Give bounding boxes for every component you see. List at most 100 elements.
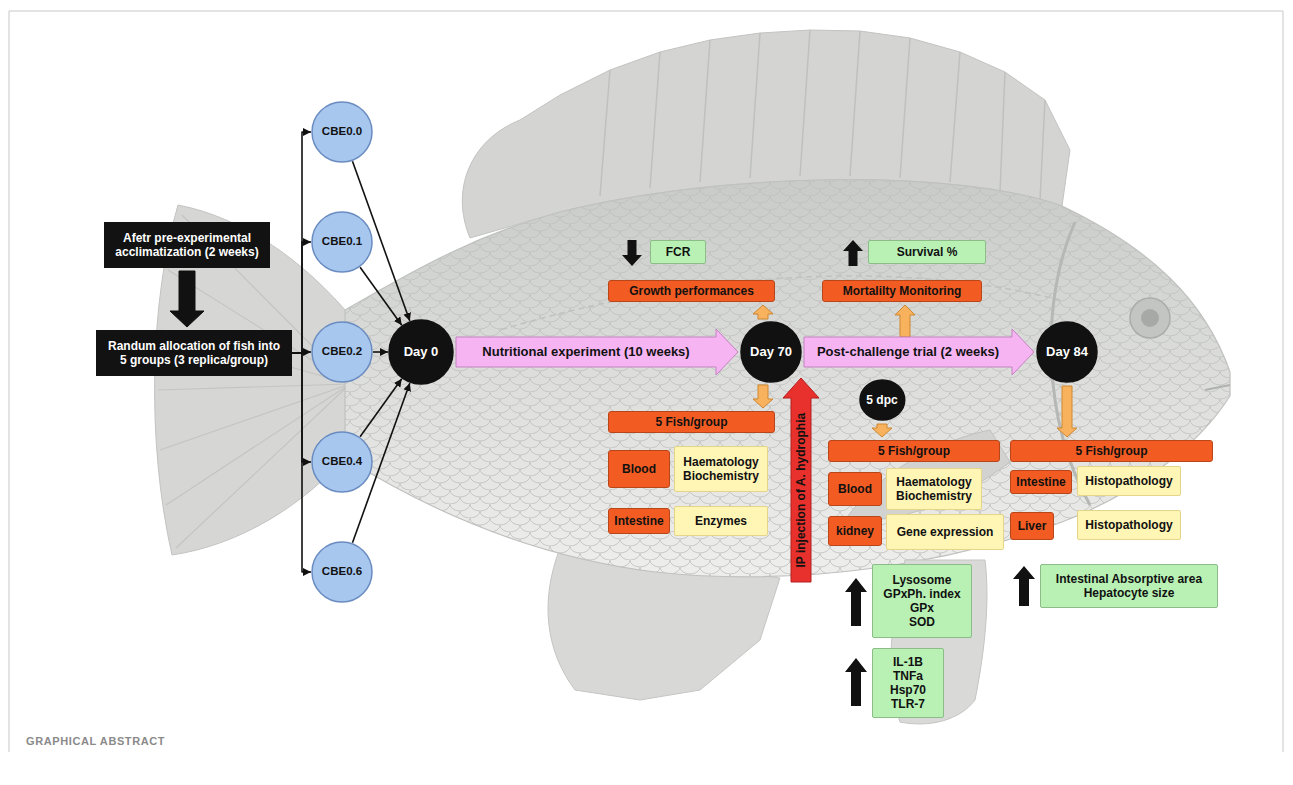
result-box: LysosomeGPxPh. indexGPxSOD: [872, 564, 972, 638]
circle-shape: [312, 212, 372, 272]
node-text: TNFa: [893, 669, 923, 683]
node-text: Haematology: [683, 455, 758, 469]
node-text: 5 dpc: [866, 393, 897, 407]
node-text: Intestine: [614, 514, 663, 528]
node-text: GPxPh. index: [883, 587, 960, 601]
node-text: Biochemistry: [683, 469, 759, 483]
increase-arrow: [845, 658, 867, 706]
node-text: GPx: [910, 601, 934, 615]
sampling-arrow: [872, 424, 892, 437]
circle-shape: [312, 102, 372, 162]
injection-label: IP injection of A. hydrophia: [794, 413, 808, 568]
tissue-box: Liver: [1010, 512, 1054, 540]
day-circle: Day 84: [1036, 321, 1098, 383]
tissue-box: Blood: [828, 472, 882, 506]
fish-mouth: [1205, 385, 1230, 390]
node-text: kidney: [836, 524, 874, 538]
sample-box: 5 Fish/group: [828, 440, 1000, 462]
analysis-box: Histopathology: [1077, 466, 1181, 496]
group-circle: CBE0.4: [311, 431, 373, 493]
tissue-box: Blood: [608, 450, 670, 488]
node-text: CBE0.1: [322, 235, 362, 249]
tissue-box: Intestine: [608, 508, 670, 534]
node-text: Hepatocyte size: [1084, 586, 1175, 600]
sampling-arrow: [1057, 386, 1077, 437]
day-circle: Day 70: [740, 321, 802, 383]
node-text: 5 Fish/group: [1076, 444, 1148, 458]
node-text: Intestinal Absorptive area: [1056, 572, 1202, 586]
node-text: Liver: [1018, 519, 1047, 533]
node-text: FCR: [666, 245, 691, 259]
allocation-line: [292, 242, 311, 353]
node-text: CBE0.0: [322, 125, 362, 139]
circle-shape: [1037, 322, 1097, 382]
day-circle: Day 0: [388, 319, 454, 385]
node-text: Lysosome: [893, 573, 952, 587]
sampling-arrow: [753, 305, 773, 319]
analysis-box: Enzymes: [674, 506, 768, 536]
node-text: SOD: [909, 615, 935, 629]
tissue-box: Intestine: [1010, 470, 1072, 494]
increase-arrow: [1013, 566, 1035, 606]
node-text: Afetr pre-experimental acclimatization (…: [112, 231, 262, 259]
sampling-arrow: [753, 385, 773, 408]
group-circle: CBE0.1: [311, 211, 373, 273]
phase-arrow: [804, 329, 1034, 375]
analysis-box: Gene expression: [886, 514, 1004, 550]
node-text: Randum allocation of fish into 5 groups …: [104, 339, 284, 367]
group-arrow: [373, 351, 388, 353]
analysis-box: HaematologyBiochemistry: [674, 446, 768, 492]
node-text: Histopathology: [1085, 518, 1172, 532]
circle-shape: [860, 380, 905, 420]
node-text: 5 Fish/group: [878, 444, 950, 458]
node-text: Intestine: [1016, 475, 1065, 489]
node-text: Biochemistry: [896, 489, 972, 503]
node-text: Blood: [838, 482, 872, 496]
circle-shape: [389, 320, 453, 384]
node-text: Day 0: [404, 344, 439, 359]
node-text: 5 Fish/group: [656, 415, 728, 429]
tissue-box: kidney: [828, 516, 882, 546]
node-text: Enzymes: [695, 514, 747, 528]
edge-label: Post-challenge trial (2 weeks): [814, 344, 1002, 360]
lateral-line: [500, 276, 1060, 330]
group-circle: CBE0.6: [311, 541, 373, 603]
measure-box: Mortalilty Monitoring: [822, 280, 982, 302]
step-box: Afetr pre-experimental acclimatization (…: [104, 222, 270, 268]
analysis-box: Histopathology: [1077, 510, 1181, 540]
circle-shape: [312, 322, 372, 382]
node-text: Hsp70: [890, 683, 926, 697]
group-circle: CBE0.0: [311, 101, 373, 163]
fin-spines: [600, 30, 1045, 200]
allocation-line: [292, 132, 311, 353]
group-arrow: [360, 267, 402, 325]
monitoring-arrow: [895, 305, 915, 337]
fish-pupil: [1141, 309, 1159, 327]
fish-eye: [1130, 298, 1170, 338]
analysis-box: HaematologyBiochemistry: [886, 468, 982, 510]
result-box: Survival %: [868, 240, 986, 264]
step-box: Randum allocation of fish into 5 groups …: [96, 330, 292, 376]
result-box: IL-1BTNFaHsp70TLR-7: [872, 648, 944, 718]
frame-line: [9, 11, 1283, 752]
node-text: Gene expression: [897, 525, 994, 539]
fish-scales: [340, 160, 1240, 600]
phase-arrow: [456, 329, 738, 375]
dpc-circle: 5 dpc: [859, 379, 906, 421]
decrease-arrow: [622, 240, 642, 266]
group-circle: CBE0.2: [311, 321, 373, 383]
result-box: Intestinal Absorptive areaHepatocyte siz…: [1040, 564, 1218, 608]
injection-arrow: [783, 378, 819, 582]
sample-box: 5 Fish/group: [1010, 440, 1213, 462]
increase-arrow: [843, 240, 863, 266]
group-arrow: [360, 379, 402, 437]
node-text: Mortalilty Monitoring: [843, 284, 962, 298]
edge-label: Nutritional experiment (10 weeks): [479, 344, 692, 360]
sample-box: 5 Fish/group: [608, 411, 775, 433]
node-text: TLR-7: [891, 697, 925, 711]
step-arrow: [170, 271, 204, 327]
node-text: Day 84: [1046, 344, 1088, 359]
